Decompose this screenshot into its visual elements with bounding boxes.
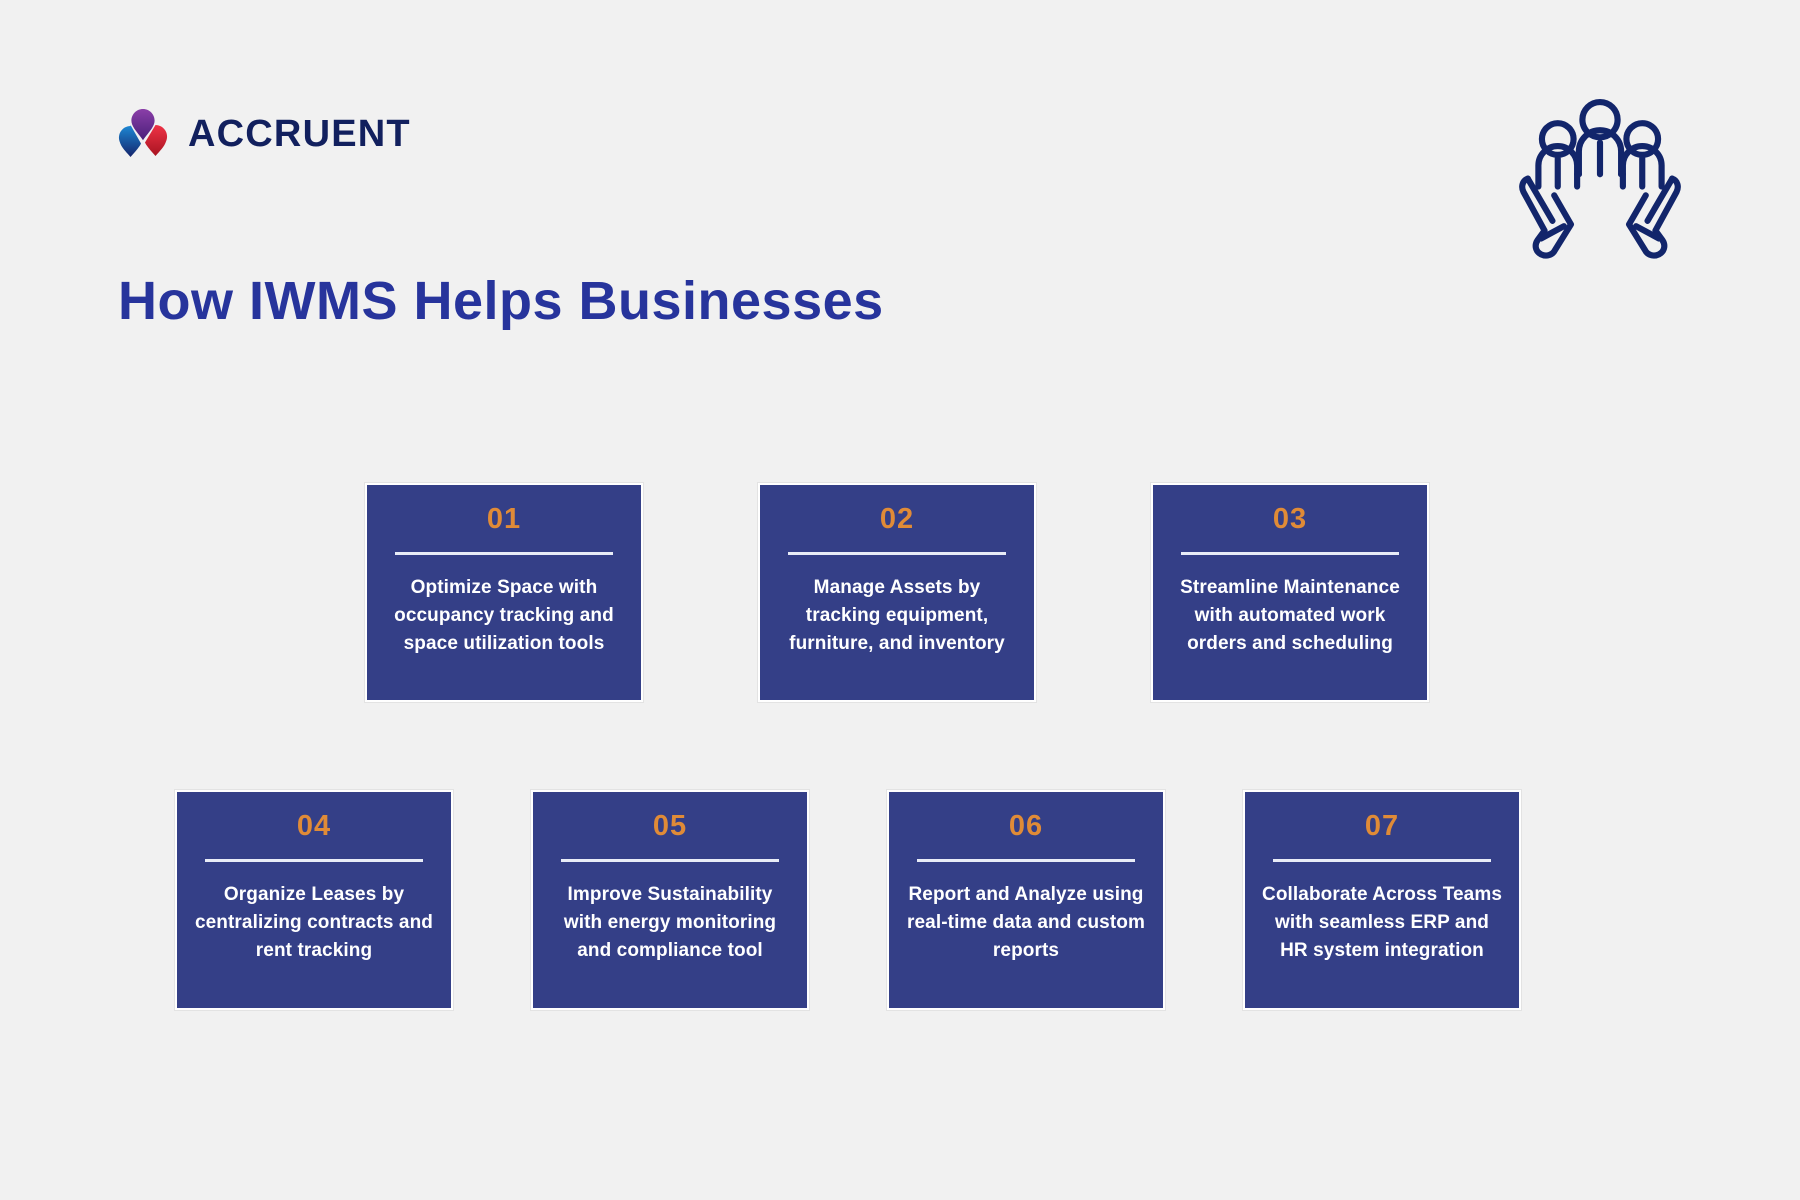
card-text: Manage Assets by tracking equipment, fur… [789,577,1005,655]
accruent-logo-icon [112,103,174,165]
card-text: Report and Analyze using real-time data … [907,884,1145,962]
page-title: How IWMS Helps Businesses [118,271,884,331]
card-text: Collaborate Across Teams with seamless E… [1262,884,1502,962]
people-in-hands-icon [1512,88,1688,264]
card-06[interactable]: 06 Report and Analyze using real-time da… [887,790,1165,1010]
card-text: Optimize Space with occupancy tracking a… [394,577,614,655]
card-divider [1273,859,1491,863]
card-row-top: 01 Optimize Space with occupancy trackin… [0,483,1800,702]
card-number: 05 [652,810,688,842]
card-number: 01 [486,503,522,535]
brand-lockup: ACCRUENT [112,103,411,165]
card-number: 04 [296,810,332,842]
card-number: 03 [1272,503,1308,535]
card-divider [788,552,1006,556]
card-divider [395,552,613,556]
card-02[interactable]: 02 Manage Assets by tracking equipment, … [758,483,1036,702]
card-divider [561,859,779,863]
card-03[interactable]: 03 Streamline Maintenance with automated… [1151,483,1429,702]
card-05[interactable]: 05 Improve Sustainability with energy mo… [531,790,809,1010]
card-number: 02 [879,503,915,535]
card-divider [917,859,1135,863]
card-divider [205,859,423,863]
card-text: Streamline Maintenance with automated wo… [1180,577,1400,655]
card-number: 06 [1008,810,1044,842]
card-text: Organize Leases by centralizing contract… [194,884,434,962]
card-07[interactable]: 07 Collaborate Across Teams with seamles… [1243,790,1521,1010]
card-01[interactable]: 01 Optimize Space with occupancy trackin… [365,483,643,702]
card-divider [1181,552,1399,556]
card-number: 07 [1364,810,1400,842]
card-row-bottom: 04 Organize Leases by centralizing contr… [0,790,1800,1010]
card-text: Improve Sustainability with energy monit… [563,884,777,962]
brand-wordmark: ACCRUENT [188,113,411,155]
card-04[interactable]: 04 Organize Leases by centralizing contr… [175,790,453,1010]
